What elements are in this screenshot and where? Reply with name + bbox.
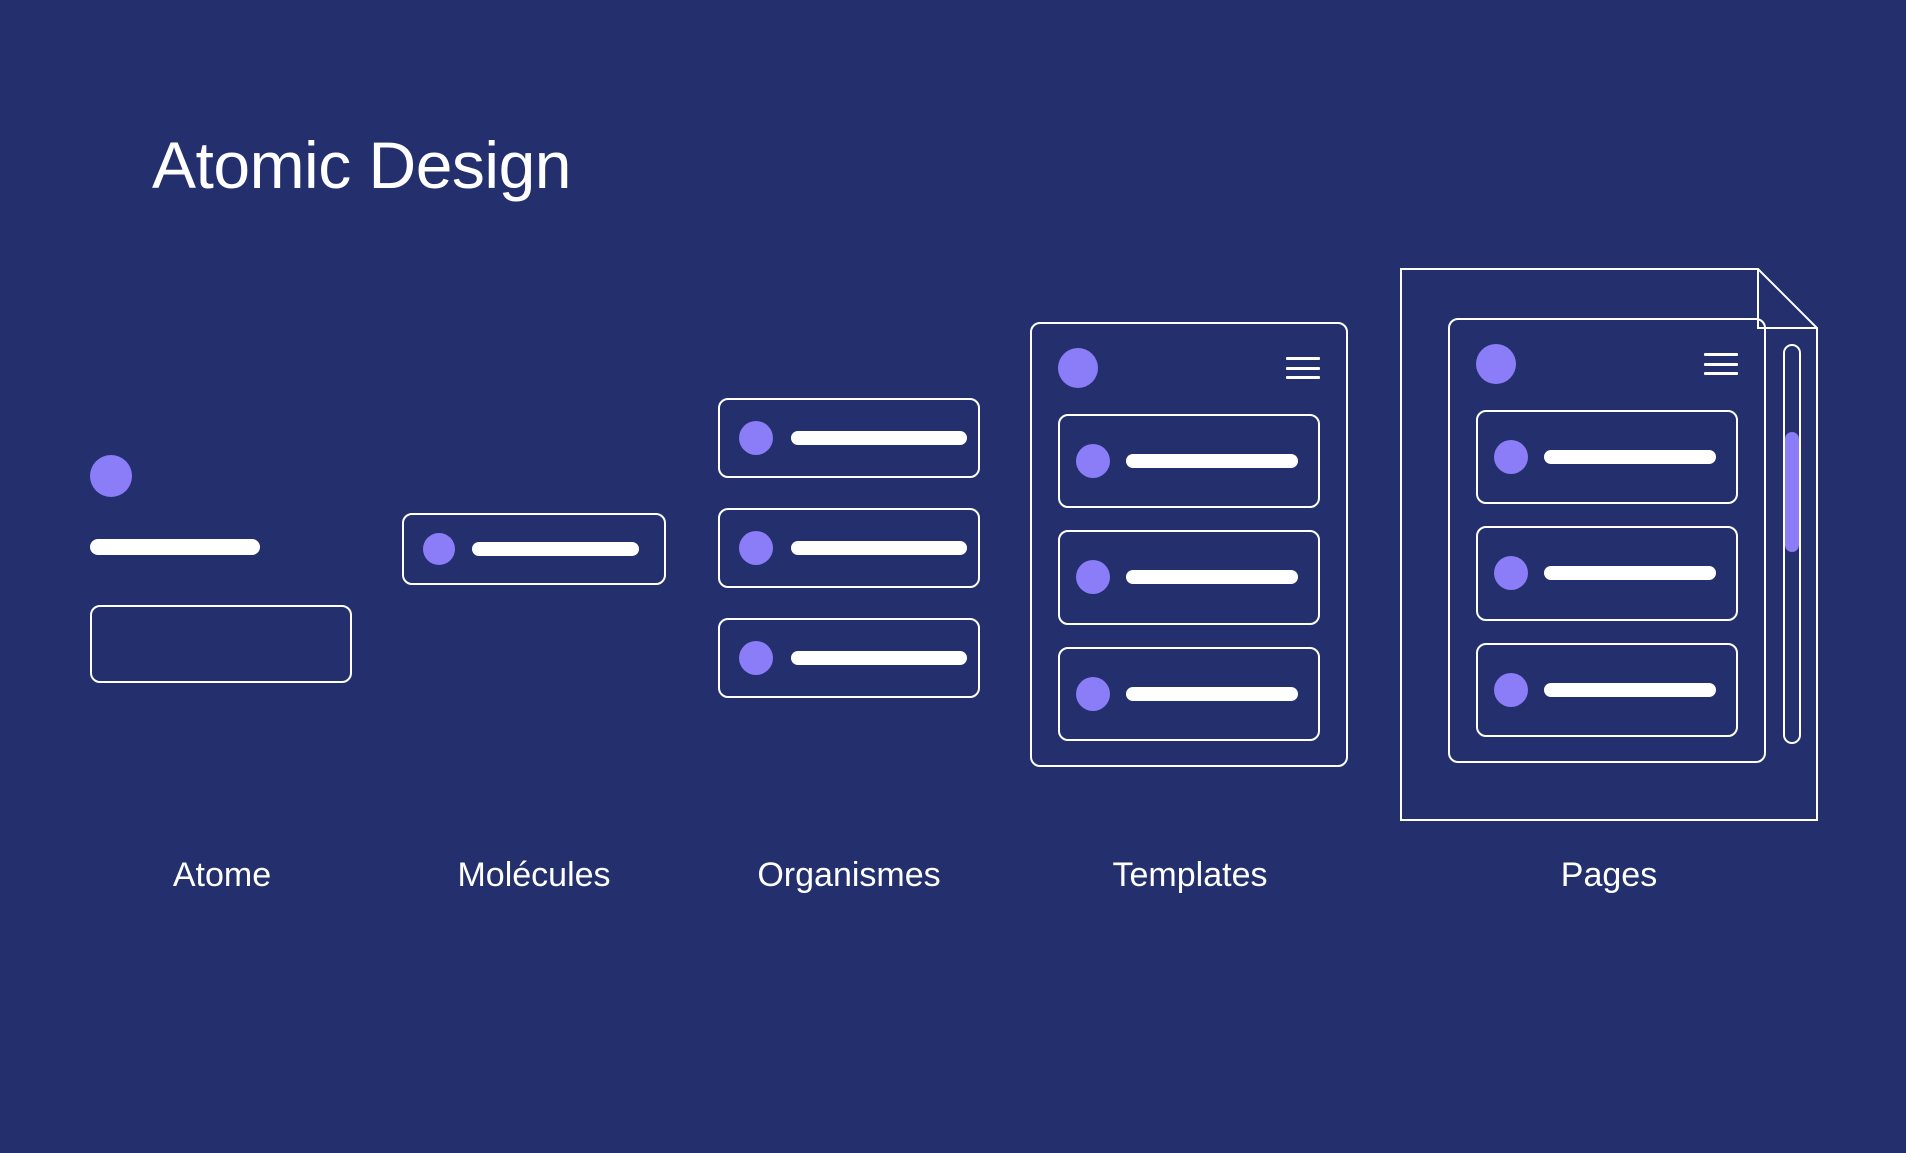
organism-row [1058,530,1320,625]
organism-row [718,618,980,698]
scrollbar-thumb[interactable] [1785,432,1799,552]
avatar-circle-icon [1476,344,1516,384]
organism-row [1058,646,1320,741]
avatar-circle-icon [1058,348,1098,388]
molecule-circle [1494,556,1528,591]
atom-bar [90,539,260,555]
template-header [1058,346,1320,390]
page-title: Atomic Design [152,128,572,202]
column-pages [1400,268,1818,821]
template-card [1030,322,1348,767]
molecule-card [402,513,666,585]
molecule-bar [791,651,967,665]
molecule-bar [1544,566,1716,581]
page-document [1400,268,1818,821]
molecule-circle [739,531,773,565]
atom-circle [90,455,132,497]
hamburger-menu-icon [1704,353,1738,375]
molecule-circle [423,533,455,565]
column-label-molecules: Molécules [457,856,611,894]
molecule-circle [1494,440,1528,475]
molecule-circle [739,641,773,675]
molecule-circle [1076,560,1110,595]
organism-row [1476,642,1738,737]
molecule-bar [1544,450,1716,465]
organism-row [718,398,980,478]
organism-row [1058,414,1320,509]
column-label-organismes: Organismes [757,856,941,894]
hamburger-menu-icon [1286,357,1320,379]
column-label-atome: Atome [172,856,272,894]
column-templates [1030,322,1348,767]
molecule-circle [739,421,773,455]
molecule-bar [1126,686,1298,701]
molecule-bar [1126,570,1298,585]
column-atome [90,455,360,683]
template-header [1476,342,1738,386]
column-label-pages: Pages [1560,856,1658,894]
molecule-bar [472,542,639,556]
molecule-bar [791,431,967,445]
organism-row [1476,410,1738,505]
molecule-circle [1076,676,1110,711]
column-label-templates: Templates [1112,856,1268,894]
molecule-circle [1076,444,1110,479]
organism-row [718,508,980,588]
molecule-circle [1494,672,1528,707]
atom-box [90,605,352,683]
molecule-bar [1126,454,1298,469]
scrollbar-track[interactable] [1783,344,1801,744]
page-scrollbar[interactable] [1783,344,1801,744]
template-card [1448,318,1766,763]
template-body [1476,410,1738,737]
page-content [1448,318,1766,763]
column-organismes [718,398,980,698]
molecule-bar [791,541,967,555]
organism-row [1476,526,1738,621]
template-body [1058,414,1320,741]
molecule-bar [1544,682,1716,697]
column-molecules [402,513,666,585]
